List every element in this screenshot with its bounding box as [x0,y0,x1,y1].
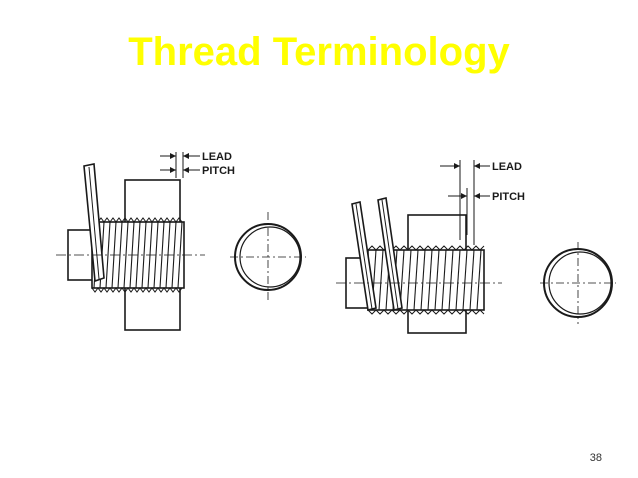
right-lead-label: LEAD [492,161,522,173]
left-lead-label: LEAD [202,151,232,163]
right-pitch-label: PITCH [492,191,525,203]
slide-title: Thread Terminology [128,30,510,74]
double-thread-screw [336,160,502,334]
thread-lines [371,249,482,311]
left-pitch-label: PITCH [202,165,235,177]
thread-crest-bottom [91,287,183,293]
thread-crest-bottom [367,309,485,315]
thread-crest-top [91,217,183,223]
single-thread-end-view [230,212,306,302]
single-thread-screw [56,152,205,331]
double-thread-end-view [540,242,616,324]
page-number: 38 [589,452,602,464]
